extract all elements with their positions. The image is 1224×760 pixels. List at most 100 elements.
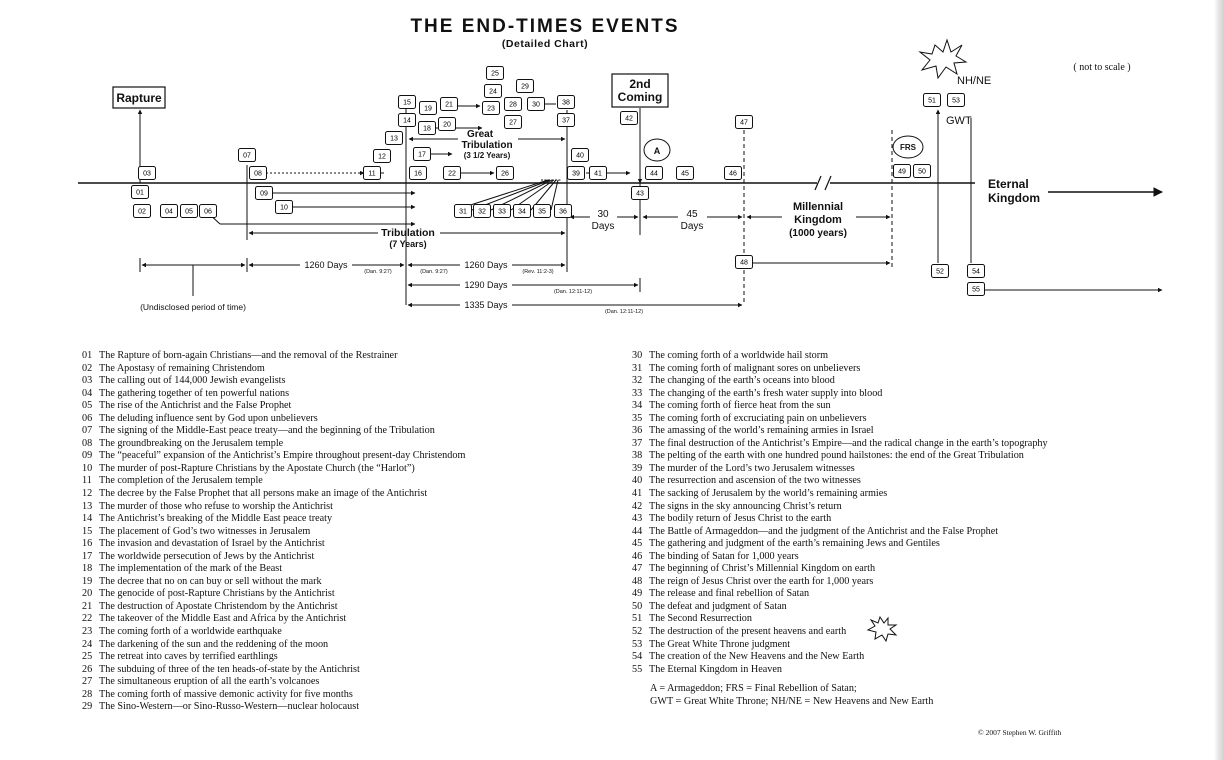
event-box-frame: [967, 264, 985, 278]
event-box-number: 15: [403, 100, 411, 107]
great-trib-label-1: Great: [467, 129, 494, 140]
event-box-31: 31: [454, 204, 472, 218]
event-box-number: 37: [562, 118, 570, 125]
event-box-frame: [473, 204, 491, 218]
event-box-number: 05: [185, 209, 193, 216]
legend-item-number: 38: [632, 450, 643, 462]
event-box-number: 28: [509, 102, 517, 109]
ref-dan927-b: (Dan. 9:27): [420, 269, 448, 275]
event-box-number: 49: [898, 169, 906, 176]
legend-item-text: The subduing of three of the ten heads-o…: [99, 663, 360, 675]
event-box-frame: [724, 166, 742, 180]
event-box-number: 31: [459, 209, 467, 216]
event-box-number: 48: [740, 260, 748, 267]
legend-item-number: 11: [82, 475, 92, 487]
undisclosed-label: (Undisclosed period of time): [140, 302, 246, 312]
abbrev-line-1: A = Armageddon; FRS = Final Rebellion of…: [650, 683, 857, 694]
event-box-frame: [484, 84, 502, 98]
event-box-21: 21: [440, 97, 458, 111]
event-box-frame: [557, 113, 575, 127]
event-box-frame: [893, 164, 911, 178]
event-box-35: 35: [533, 204, 551, 218]
event-box-frame: [180, 204, 198, 218]
event-box-53: 53: [947, 93, 965, 107]
event-box-frame: [398, 113, 416, 127]
legend-item-number: 22: [82, 613, 93, 625]
event-box-number: 09: [260, 191, 268, 198]
legend-item-text: The groundbreaking on the Jerusalem temp…: [99, 437, 284, 449]
event-box-18: 18: [418, 121, 436, 135]
legend-item-text: The gathering and judgment of the earth’…: [649, 538, 940, 550]
legend-item-number: 43: [632, 513, 643, 525]
event-box-number: 13: [390, 136, 398, 143]
event-box-frame: [567, 166, 585, 180]
legend-item-text: The deluding influence sent by God upon …: [99, 412, 318, 424]
event-box-number: 55: [972, 287, 980, 294]
event-box-frame: [238, 148, 256, 162]
gwt-label: GWT: [946, 115, 972, 127]
legend-item-text: The amassing of the world’s remaining ar…: [649, 425, 874, 437]
legend-item-number: 05: [82, 400, 93, 412]
legend-item-number: 30: [632, 350, 643, 361]
legend-item-number: 15: [82, 525, 93, 537]
legend-item-number: 35: [632, 412, 643, 424]
event-box-47: 47: [735, 115, 753, 129]
event-box-number: 50: [918, 169, 926, 176]
legend-item-number: 27: [82, 676, 93, 688]
event-box-40: 40: [571, 148, 589, 162]
event-box-number: 23: [487, 106, 495, 113]
days30-label: Days: [592, 221, 615, 232]
event-box-number: 41: [594, 171, 602, 178]
legend-item-text: The completion of the Jerusalem temple: [99, 475, 263, 487]
millennial-label-1: Millennial: [793, 201, 843, 213]
event-box-frame: [931, 264, 949, 278]
legend-item-number: 41: [632, 488, 643, 500]
event-box-number: 16: [414, 171, 422, 178]
event-box-number: 40: [576, 153, 584, 160]
event-box-number: 44: [650, 171, 658, 178]
legend-item-text: The beginning of Christ’s Millennial Kin…: [649, 563, 876, 575]
legend-item-number: 29: [82, 701, 93, 713]
event-box-frame: [454, 204, 472, 218]
legend-item-text: The murder of the Lord’s two Jerusalem w…: [649, 462, 855, 474]
event-box-frame: [440, 97, 458, 111]
legend-item-text: The changing of the earth’s oceans into …: [649, 375, 835, 387]
rapture-label: Rapture: [116, 91, 162, 105]
event-box-23: 23: [482, 101, 500, 115]
legend-item-number: 48: [632, 575, 643, 587]
event-box-frame: [482, 101, 500, 115]
event-box-frame: [571, 148, 589, 162]
eternal-label-2: Kingdom: [988, 191, 1040, 205]
event-box-number: 52: [936, 269, 944, 276]
event-box-frame: [160, 204, 178, 218]
legend-item-text: The pelting of the earth with one hundre…: [649, 450, 1024, 462]
event-box-frame: [913, 164, 931, 178]
legend-item-text: The bodily return of Jesus Christ to the…: [649, 513, 832, 525]
legend-item-number: 02: [82, 362, 93, 374]
event-box-11: 11: [363, 166, 381, 180]
legend-item-number: 01: [82, 350, 93, 361]
event-box-frame: [620, 111, 638, 125]
event-box-number: 29: [521, 84, 529, 91]
event-box-frame: [516, 79, 534, 93]
event-box-32: 32: [473, 204, 491, 218]
label-boxes: [112, 73, 669, 109]
